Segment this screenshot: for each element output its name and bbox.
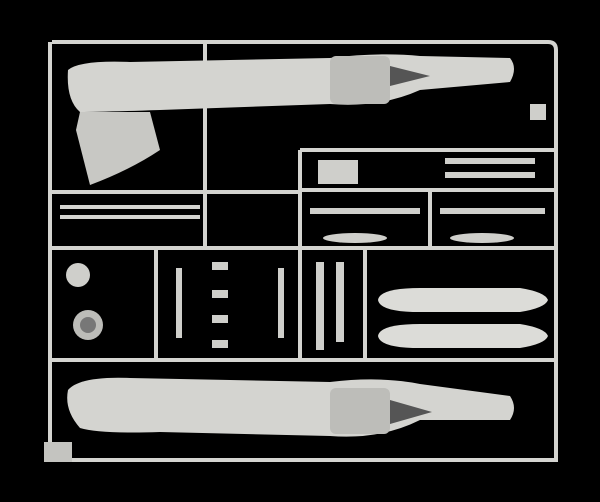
- fuselage-half-bottom: [67, 377, 514, 437]
- fuel-tanks: [378, 288, 548, 348]
- sprue-frame: [48, 40, 558, 462]
- fuselage-half-top: [67, 54, 514, 185]
- small-parts: [44, 104, 546, 462]
